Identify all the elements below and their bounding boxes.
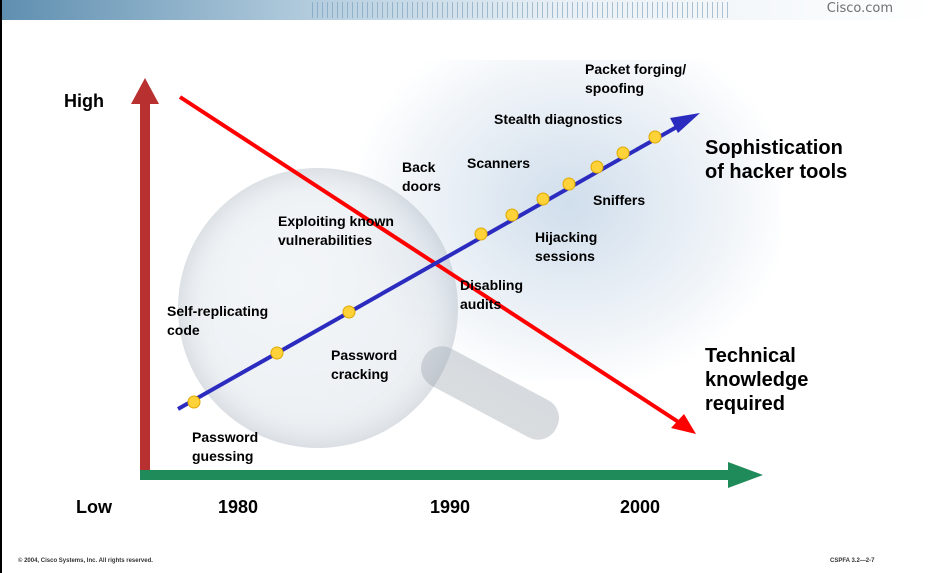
- y-axis-arrowhead: [131, 78, 159, 104]
- milestone-dot-3: [342, 305, 356, 319]
- x-axis-low-label: Low: [76, 497, 112, 517]
- milestone-dot-5: [505, 208, 519, 222]
- milestone-exploiting-vulnerabilities: Exploiting known vulnerabilities: [278, 213, 394, 248]
- knowledge-arrowhead: [671, 414, 696, 434]
- header-stripes: [312, 2, 732, 18]
- milestone-dots: [187, 130, 662, 409]
- milestone-sniffers: Sniffers: [593, 192, 646, 208]
- x-axis: [140, 470, 735, 480]
- sophistication-arrowhead: [670, 113, 700, 133]
- milestone-disabling-audits: Disabling audits: [460, 277, 524, 312]
- x-tick-2000: 2000: [620, 497, 661, 517]
- milestone-packet-forging: Packet forging/ spoofing: [585, 61, 687, 96]
- milestone-password-cracking: Password cracking: [331, 347, 398, 382]
- brand-label: Cisco.com: [826, 1, 893, 16]
- knowledge-trend-line: [178, 95, 682, 425]
- milestone-dot-4: [474, 227, 488, 241]
- x-tick-1980: 1980: [218, 497, 259, 517]
- frame-border: [0, 0, 2, 573]
- x-axis-arrowhead: [728, 462, 763, 488]
- milestone-scanners: Scanners: [467, 155, 531, 171]
- magnifying-glass-lens-image: [178, 168, 458, 448]
- slide-id: CSPFA 3.2—2-7: [830, 558, 875, 564]
- milestone-dot-10: [648, 130, 662, 144]
- x-tick-1990: 1990: [430, 497, 471, 517]
- milestone-dot-8: [590, 160, 604, 174]
- milestone-dot-7: [562, 177, 576, 191]
- milestone-dot-9: [616, 146, 630, 160]
- milestone-back-doors: Back doors: [402, 159, 441, 194]
- y-axis-high-label: High: [64, 91, 104, 111]
- milestone-dot-6: [536, 192, 550, 206]
- copyright-notice: © 2004, Cisco Systems, Inc. All rights r…: [18, 558, 153, 564]
- milestone-password-guessing: Password guessing: [192, 429, 259, 464]
- milestone-hijacking-sessions: Hijacking sessions: [535, 229, 598, 264]
- milestone-self-replicating-code: Self-replicating code: [167, 303, 269, 338]
- y-axis: [140, 100, 150, 478]
- milestone-dot-1: [187, 395, 201, 409]
- milestone-dot-2: [270, 346, 284, 360]
- sophistication-label: Sophistication of hacker tools: [705, 137, 848, 183]
- knowledge-label: Technical knowledge required: [705, 345, 809, 415]
- header-bar: Cisco.com: [2, 0, 933, 20]
- milestone-stealth-diagnostics: Stealth diagnostics: [494, 111, 623, 127]
